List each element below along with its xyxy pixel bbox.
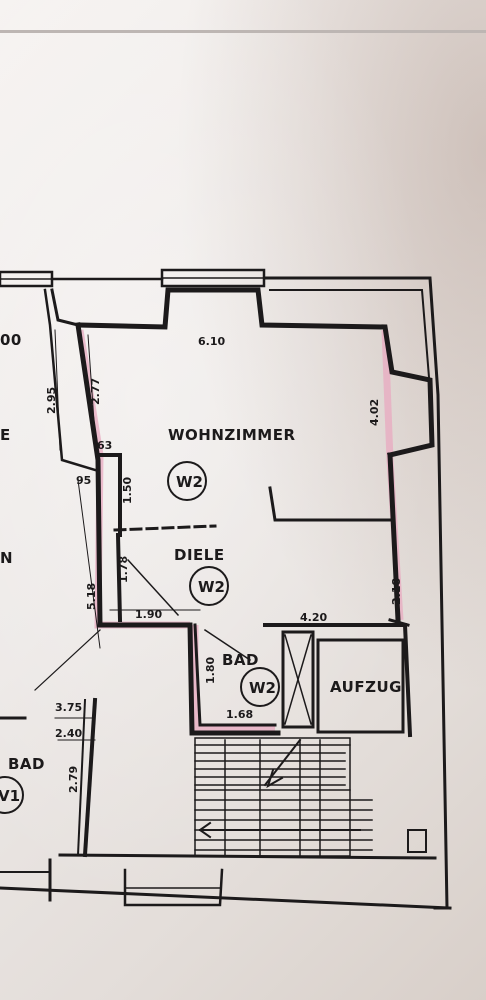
unit-circle-left (0, 776, 24, 814)
room-label-hall: DIELE (174, 546, 225, 564)
living-wall-top (77, 287, 435, 459)
room-label-bath: BAD (222, 651, 259, 669)
room-label-elevator: AUFZUG (330, 678, 402, 696)
paper-edge-line (0, 30, 486, 33)
dim-295: 2.95 (45, 387, 58, 414)
dim-168: 1.68 (226, 708, 253, 721)
outer-wall-bottom (0, 886, 452, 910)
dim-218: 2.18 (390, 578, 403, 605)
unit-code-living: W2 (176, 473, 203, 491)
outer-wall-right-inner (269, 289, 432, 392)
partial-label-mid-left-1: E (0, 426, 11, 444)
dim-277: 2.77 (89, 378, 102, 405)
unit-circle-bath (240, 667, 280, 707)
dim-420: 4.20 (300, 611, 327, 624)
room-label-living: WOHNZIMMER (168, 426, 296, 444)
unit-code-left: V1 (0, 787, 20, 805)
living-wall-left (75, 322, 103, 628)
dim-178: 1.78 (117, 556, 130, 583)
elevator-shaft (316, 638, 405, 734)
dim-95: 95 (76, 474, 91, 487)
dim-279: 2.79 (67, 766, 80, 793)
partial-label-mid-left-2: N (0, 549, 13, 567)
hall-wall-bottom (97, 622, 281, 736)
room-label-bath-left: BAD (8, 755, 45, 773)
dim-living-right: 4.02 (368, 399, 381, 426)
unit-circle-living (167, 461, 207, 501)
dim-375: 3.75 (55, 701, 82, 714)
partial-label-top-left: 00 (0, 331, 22, 349)
staircase (194, 737, 373, 857)
dim-150: 1.50 (121, 477, 134, 504)
unit-code-bath: W2 (249, 679, 276, 697)
partition-wall (268, 486, 392, 522)
dim-living-width: 6.10 (198, 335, 225, 348)
hall-divider (113, 524, 217, 532)
unit-circle-hall (189, 566, 229, 606)
dim-180: 1.80 (204, 657, 217, 684)
dim-240: 2.40 (55, 727, 82, 740)
dim-190: 1.90 (135, 608, 162, 621)
dim-63: 63 (97, 439, 112, 452)
outer-wall-right (263, 276, 449, 910)
unit-code-hall: W2 (198, 578, 225, 596)
dim-518: 5.18 (85, 583, 98, 610)
living-wall-right (387, 452, 401, 623)
